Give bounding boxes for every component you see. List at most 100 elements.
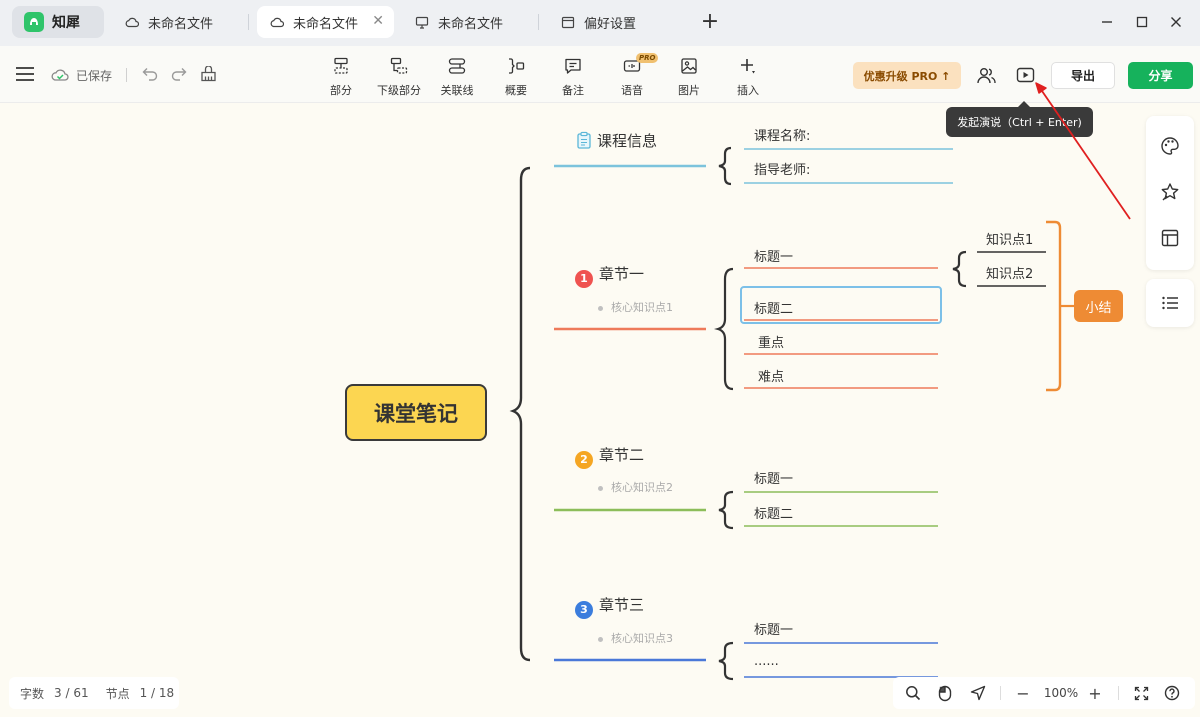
search-button[interactable]: [903, 681, 923, 705]
redo-button[interactable]: [169, 64, 189, 84]
course-info-node[interactable]: 课程信息: [576, 130, 657, 153]
outline-panel: [1146, 279, 1194, 327]
chapter3-child-2[interactable]: ......: [754, 654, 779, 669]
tool-label: 备注: [562, 84, 584, 97]
undo-button[interactable]: [140, 64, 160, 84]
new-tab-button[interactable]: +: [700, 9, 720, 34]
teacher-field[interactable]: 指导老师:: [754, 163, 811, 178]
tool-label: 概要: [505, 84, 527, 97]
settings-window-icon: [560, 14, 576, 30]
toolbar: 已保存 部分 下级部分 关联线 概要 备注: [0, 46, 1200, 103]
tab-file-2[interactable]: 未命名文件 ✕: [257, 6, 394, 38]
chapter3-child-1[interactable]: 标题一: [754, 623, 794, 638]
mouse-mode-button[interactable]: [935, 681, 955, 705]
chapter1-child-4[interactable]: 难点: [758, 370, 785, 385]
right-tool-panel: [1146, 116, 1194, 270]
fullscreen-icon: [1134, 686, 1148, 700]
list-icon: [1162, 296, 1178, 310]
tool-voice[interactable]: PRO 语音: [606, 53, 659, 98]
tool-relation-line[interactable]: 关联线: [431, 56, 483, 98]
toolbar-divider: [126, 68, 127, 82]
presentation-button[interactable]: [1014, 64, 1036, 86]
help-button[interactable]: [1162, 681, 1182, 705]
tool-image[interactable]: 图片: [663, 56, 715, 98]
voice-icon: [622, 56, 642, 76]
app-name: 知犀: [52, 15, 80, 31]
chapter3-note: 核心知识点3: [598, 630, 673, 646]
tool-insert[interactable]: 插入: [722, 56, 774, 98]
zoom-divider: [1000, 686, 1001, 700]
save-status: 已保存: [76, 69, 113, 83]
chapter2-child-1[interactable]: 标题一: [754, 472, 794, 487]
number-badge-3: 3: [575, 600, 593, 619]
pro-badge: PRO: [636, 53, 659, 63]
zoom-out-button[interactable]: −: [1016, 683, 1030, 703]
relation-line-icon: [447, 56, 467, 76]
users-icon: [976, 67, 996, 83]
knowledge-point-1[interactable]: 知识点1: [986, 233, 1034, 248]
tab-brand[interactable]: 知犀: [12, 6, 104, 38]
tab-file-3[interactable]: 未命名文件: [402, 6, 532, 38]
chapter1-brace: [714, 267, 734, 391]
section-icon: [331, 56, 351, 76]
stats-bar: 字数 3 / 61 节点 1 / 18: [9, 677, 179, 709]
chapter2-child-2[interactable]: 标题二: [754, 507, 794, 522]
locate-button[interactable]: [968, 681, 988, 705]
tool-note[interactable]: 备注: [547, 56, 599, 98]
course-name-field[interactable]: 课程名称:: [754, 129, 811, 144]
tool-section[interactable]: 部分: [315, 56, 367, 98]
export-button[interactable]: 导出: [1051, 62, 1115, 89]
summary-node[interactable]: 小结: [1074, 290, 1123, 322]
tab-file-1[interactable]: 未命名文件: [112, 6, 242, 38]
zoom-divider: [1118, 686, 1119, 700]
menu-button[interactable]: [14, 63, 36, 85]
tool-label: 部分: [330, 84, 352, 97]
chapter1-child-1[interactable]: 标题一: [754, 250, 794, 265]
star-icon: [1161, 183, 1179, 201]
close-icon[interactable]: ✕: [372, 13, 384, 29]
minimize-button[interactable]: [1095, 10, 1119, 34]
note-icon: [563, 56, 583, 76]
outline-button[interactable]: [1158, 291, 1182, 315]
tab-preferences[interactable]: 偏好设置: [548, 6, 678, 38]
collaborate-button[interactable]: [975, 64, 997, 86]
root-brace: [509, 166, 531, 662]
chapter2-title: 章节二: [599, 446, 645, 464]
navigation-arrow-icon: [970, 685, 986, 701]
tab-label: 偏好设置: [584, 16, 637, 32]
chapter1-child-3[interactable]: 重点: [758, 336, 785, 351]
chapter1-note: 核心知识点1: [598, 299, 673, 315]
help-icon: [1164, 685, 1180, 701]
fullscreen-button[interactable]: [1131, 681, 1151, 705]
tool-subsection[interactable]: 下级部分: [373, 56, 425, 98]
maximize-button[interactable]: [1130, 10, 1154, 34]
chapter1-note-text: 核心知识点1: [611, 301, 673, 314]
mouse-icon: [938, 685, 952, 701]
search-icon: [906, 686, 921, 701]
chapter1-child-2[interactable]: 标题二: [754, 302, 794, 317]
redo-icon: [171, 68, 187, 81]
upgrade-pro-button[interactable]: 优惠升级 PRO ↑: [853, 62, 961, 89]
zoom-in-button[interactable]: +: [1088, 683, 1102, 703]
format-painter-button[interactable]: [198, 64, 218, 84]
tab-divider: [248, 14, 249, 30]
chapter3-brace: [718, 641, 734, 681]
icon-marker-button[interactable]: [1158, 180, 1182, 204]
subsection-icon: [389, 56, 409, 76]
layout-button[interactable]: [1158, 226, 1182, 250]
bullet-dot: [598, 636, 603, 642]
knowledge-point-2[interactable]: 知识点2: [986, 267, 1034, 282]
close-window-button[interactable]: [1164, 10, 1188, 34]
theme-button[interactable]: [1158, 134, 1182, 158]
format-painter-icon: [200, 66, 216, 82]
tool-summary[interactable]: 概要: [490, 56, 542, 98]
share-button[interactable]: 分享: [1128, 62, 1193, 89]
zoom-level[interactable]: 100%: [1043, 686, 1079, 700]
cloud-icon: [124, 14, 140, 30]
play-icon: [1016, 67, 1034, 83]
root-node[interactable]: 课堂笔记: [345, 384, 487, 441]
